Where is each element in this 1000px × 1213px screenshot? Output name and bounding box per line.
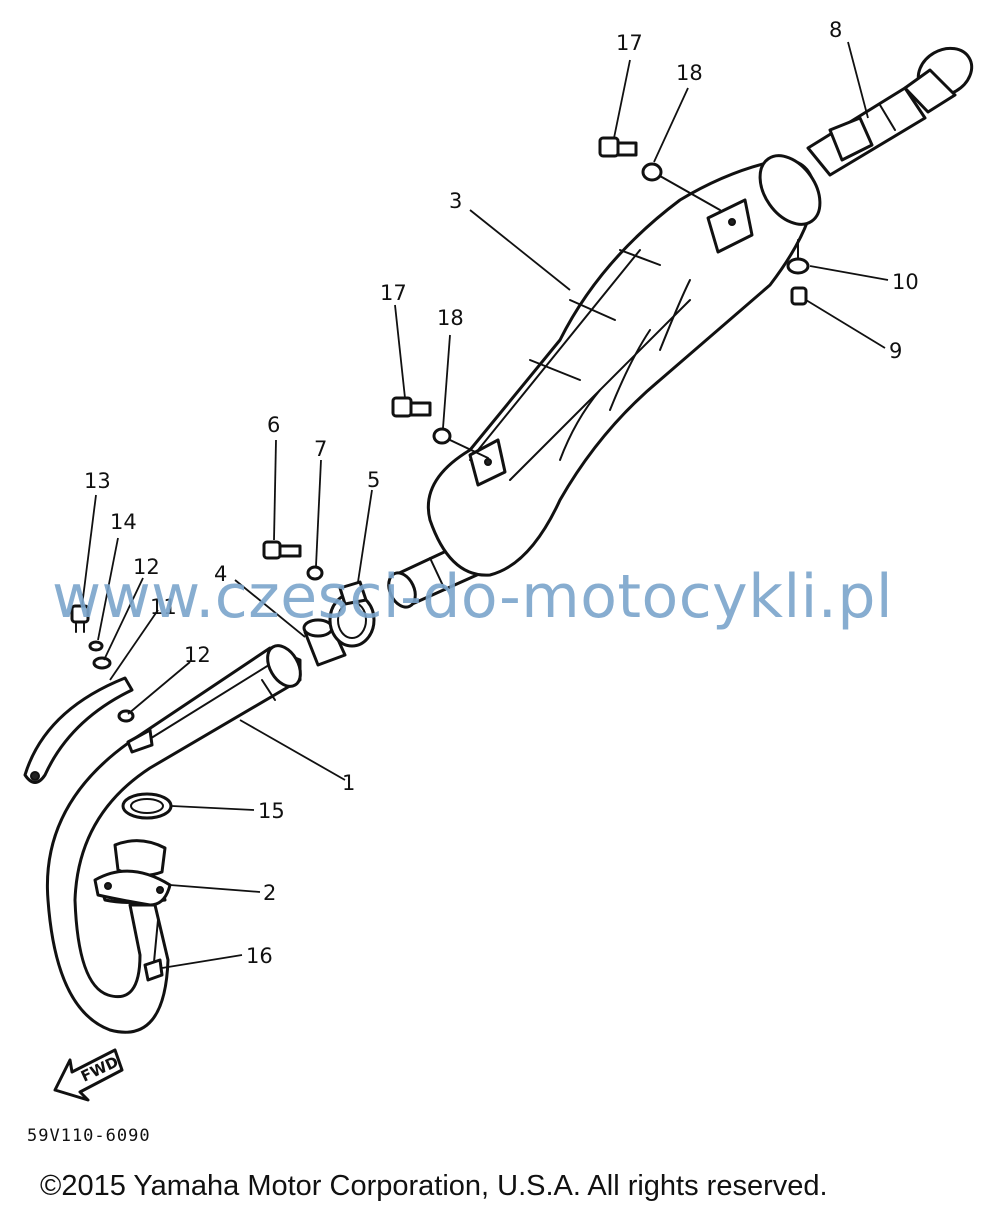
callout-labels: 1 2 3 4 5 6 7 8 9 10 11 12 12 13 14 15 1… (84, 18, 919, 968)
silencer-end-cap (806, 46, 974, 177)
callout-11: 11 (150, 595, 177, 619)
upper-mount-bolt (598, 136, 721, 211)
callout-5: 5 (367, 468, 380, 492)
callout-6: 6 (267, 413, 280, 437)
lower-mount-bolt (391, 396, 489, 459)
silencer-body (426, 154, 822, 577)
callout-3: 3 (449, 189, 462, 213)
stay-fasteners (70, 604, 135, 723)
callout-8: 8 (829, 18, 842, 42)
callout-7: 7 (314, 437, 327, 461)
callout-4: 4 (214, 562, 227, 586)
website-watermark: www.czesci-do-motocykli.pl (52, 562, 894, 632)
flange-bolt (143, 919, 164, 982)
callout-15: 15 (258, 799, 285, 823)
callout-13: 13 (84, 469, 111, 493)
joint-sleeve (302, 618, 347, 667)
silencer-grommet-bolt (786, 239, 810, 306)
clamp-bolt (262, 540, 324, 581)
callout-9: 9 (889, 339, 902, 363)
exhaust-flange (93, 839, 172, 907)
callout-16: 16 (246, 944, 273, 968)
callout-18-lower: 18 (437, 306, 464, 330)
callout-12-upper: 12 (133, 555, 160, 579)
leader-lines (81, 41, 889, 969)
pipe-clamp (328, 580, 376, 648)
forward-direction-arrow: FWD (53, 1048, 124, 1102)
callout-17-lower: 17 (380, 281, 407, 305)
copyright-notice: ©2015 Yamaha Motor Corporation, U.S.A. A… (40, 1170, 828, 1202)
callout-1: 1 (342, 771, 355, 795)
callout-18-upper: 18 (676, 61, 703, 85)
pipe-stay-bracket (23, 676, 134, 784)
callout-17-upper: 17 (616, 31, 643, 55)
callout-2: 2 (263, 881, 276, 905)
callout-14: 14 (110, 510, 137, 534)
callout-12-lower: 12 (184, 643, 211, 667)
diagram-code: 59V110-6090 (27, 1126, 151, 1146)
gasket (121, 792, 173, 820)
callout-10: 10 (892, 270, 919, 294)
